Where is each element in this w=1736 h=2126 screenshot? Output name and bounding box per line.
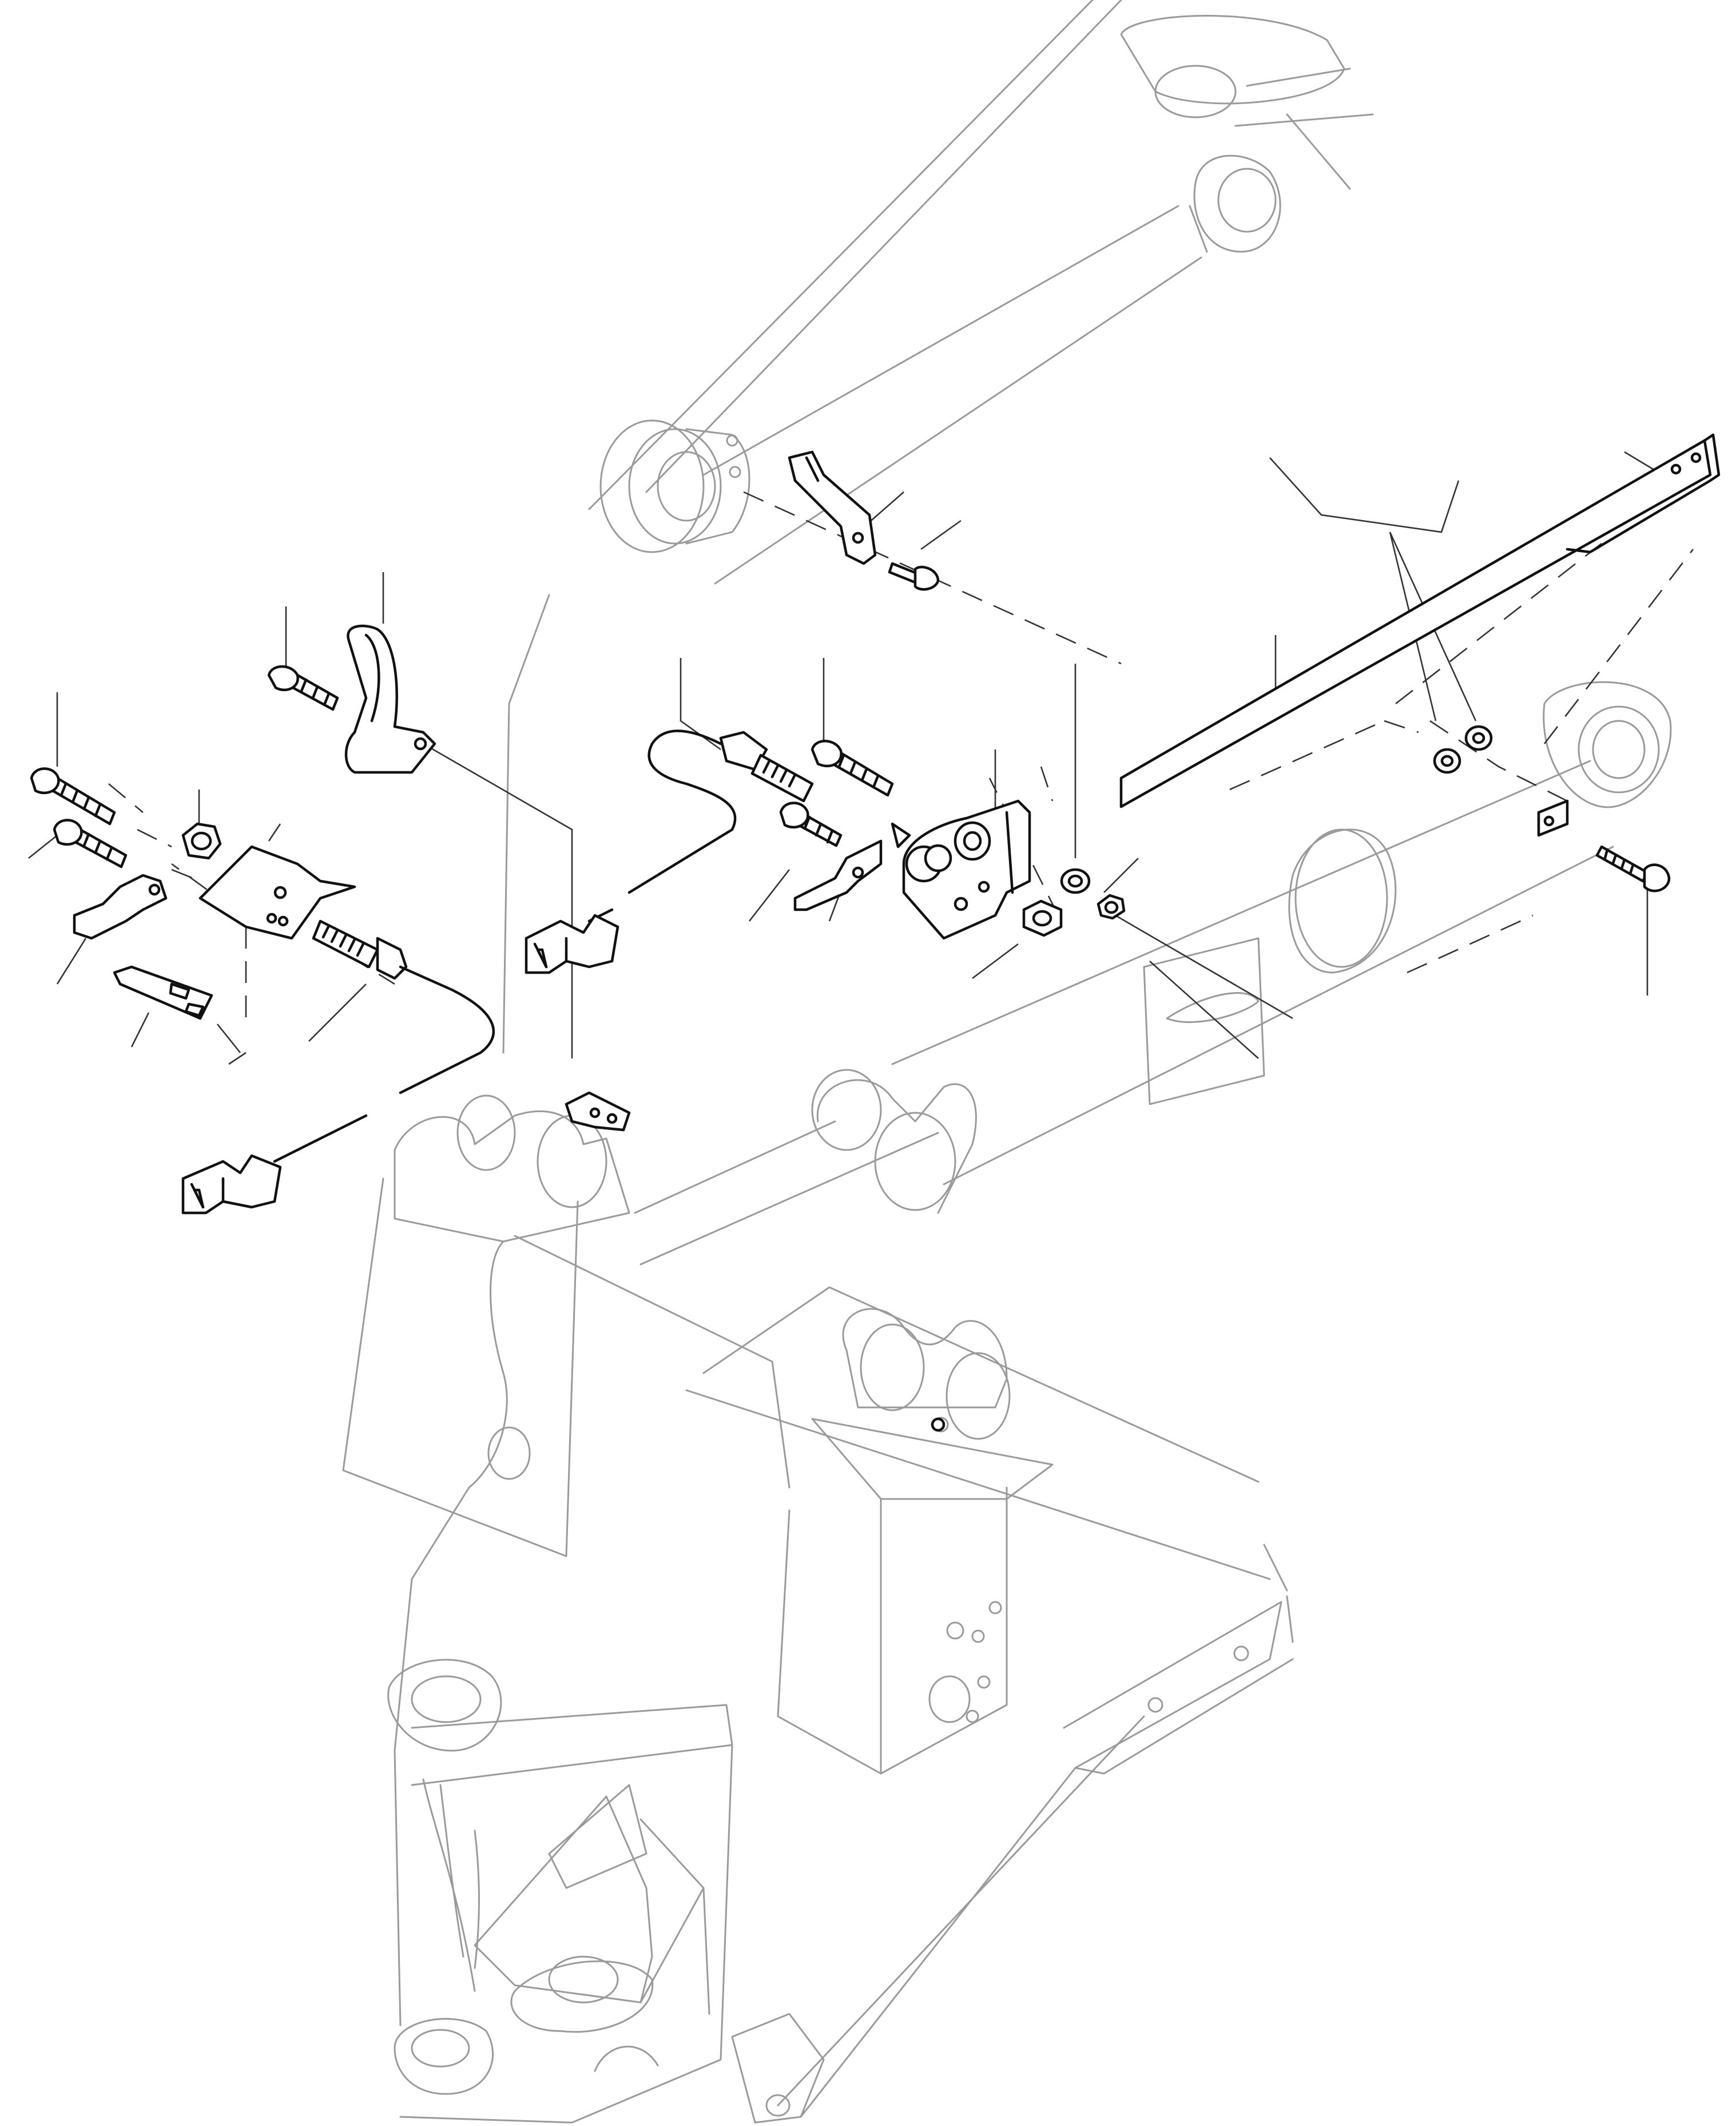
left-nut	[181, 822, 222, 860]
proximity-sensor-upper	[587, 729, 814, 923]
proximity-sensor-left	[273, 919, 495, 1163]
sensor-connector-upper	[525, 914, 619, 974]
bracket-nut	[1022, 899, 1063, 937]
sensor-bracket	[891, 799, 1031, 940]
curved-bracket	[344, 624, 436, 774]
upper-bracket-bolt	[888, 562, 940, 591]
left-tag	[113, 965, 213, 1020]
left-bolt-upper	[30, 767, 116, 826]
left-sensor-plate	[198, 845, 356, 940]
bracket-tab	[793, 839, 883, 911]
right-bolt	[1595, 845, 1671, 893]
long-strip	[1119, 433, 1721, 808]
upper-bracket	[788, 450, 877, 565]
bracket-bolt-lower	[779, 802, 843, 847]
boom-cylinder	[891, 681, 1672, 1185]
boom-arm	[502, 0, 1374, 1054]
bracket-bolt-upper	[811, 740, 894, 797]
left-bolt-lower	[53, 819, 128, 868]
grease-fitting	[931, 1417, 946, 1432]
main-frame	[342, 1069, 1294, 2124]
leader-lines	[28, 451, 1694, 1065]
cylinder-washers	[1433, 725, 1493, 774]
bracket-washer-large	[1060, 868, 1091, 894]
frame-clip	[565, 1091, 631, 1132]
cylinder-clip	[1537, 799, 1569, 837]
left-tab	[73, 874, 168, 940]
sensor-connector-left	[181, 1154, 282, 1215]
bracket-washer-small	[1097, 894, 1126, 920]
curved-bracket-bolt	[267, 665, 339, 711]
